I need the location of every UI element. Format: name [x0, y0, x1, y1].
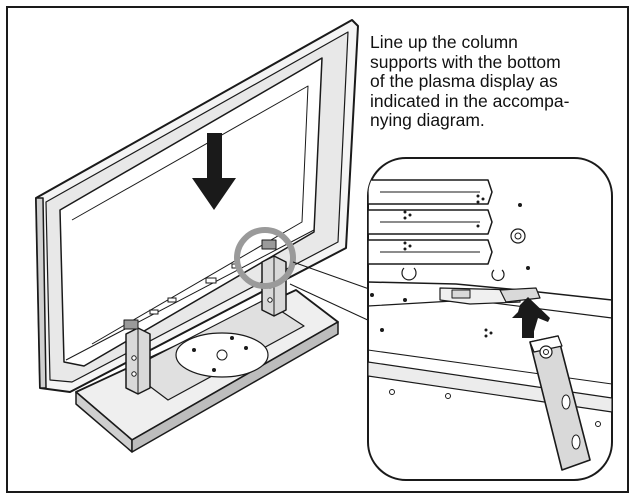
- display-side-edge: [35, 197, 47, 389]
- instruction-line-1: Line up the column: [370, 32, 518, 52]
- left-column-cap: [123, 319, 139, 330]
- detail-inset: [367, 157, 613, 481]
- display-bottom-lip: [65, 229, 315, 361]
- base-side: [131, 321, 339, 453]
- plasma-display: [35, 19, 359, 393]
- instruction-line-5: nying diagram.: [370, 110, 485, 130]
- instruction-line-4: indicated in the accompa-: [370, 90, 570, 111]
- stand-base: [75, 289, 339, 453]
- arrow-up-icon: [512, 297, 550, 338]
- callout-leader-lines: [289, 261, 373, 323]
- instruction-line-3: of the plasma display as: [370, 71, 558, 91]
- arrow-down-icon: [192, 133, 236, 210]
- instruction-line-2: supports with the bottom: [370, 51, 561, 72]
- swivel-center: [216, 349, 228, 361]
- right-column-cap: [261, 239, 277, 250]
- instruction-text: Line up the column supports with the bot…: [370, 32, 620, 131]
- left-column-support: [123, 319, 151, 395]
- magnify-circle-icon: [234, 227, 296, 289]
- display-panel-inset: [71, 85, 309, 345]
- display-rear-panel: [59, 57, 323, 367]
